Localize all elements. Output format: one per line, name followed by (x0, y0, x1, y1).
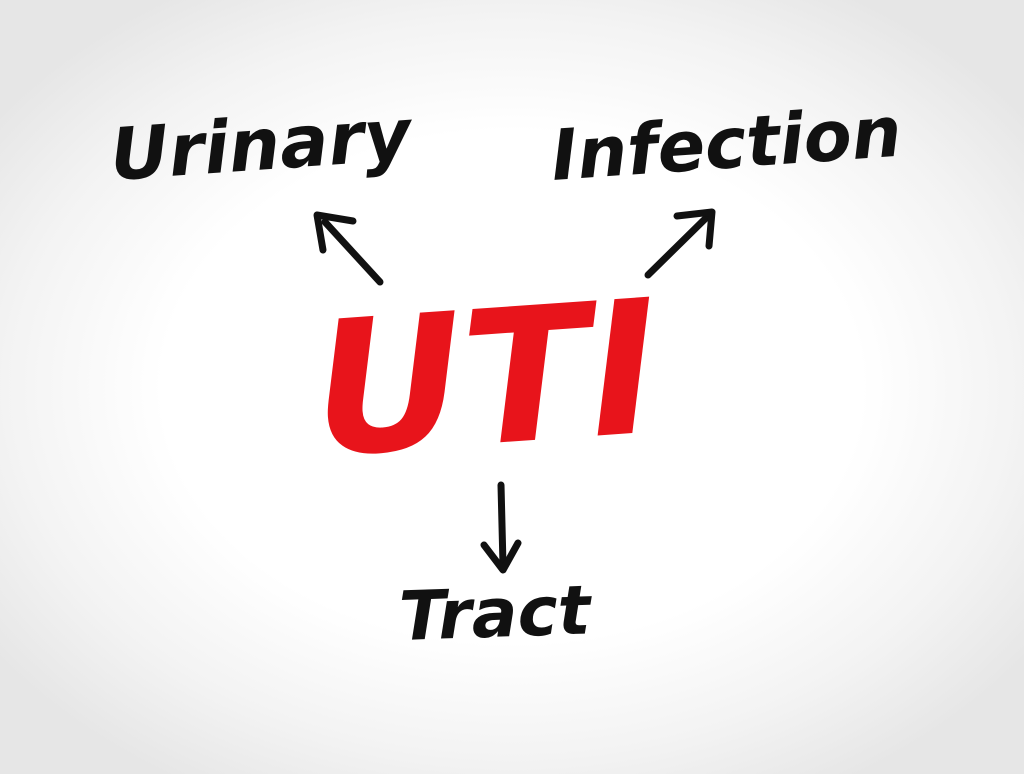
arrow-to-infection (644, 208, 716, 279)
term-infection: Infection (548, 91, 904, 197)
term-tract: Tract (398, 571, 594, 657)
term-urinary: Urinary (107, 92, 416, 197)
arrow-to-tract (480, 481, 522, 574)
arrow-to-urinary (313, 211, 384, 286)
center-acronym: UTI (306, 259, 665, 499)
